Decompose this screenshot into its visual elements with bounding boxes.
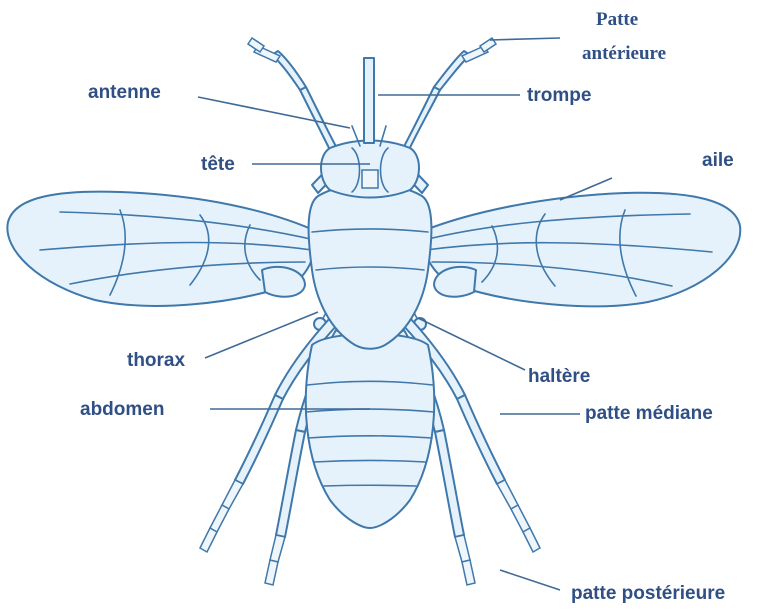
label-antenne: antenne (88, 82, 161, 103)
head-body (321, 58, 419, 198)
label-patte-anterieure-line1: Patte (596, 9, 638, 30)
abdomen-body (306, 334, 434, 528)
right-wing (420, 193, 740, 307)
label-aile: aile (702, 150, 734, 171)
label-haltere: haltère (528, 366, 590, 387)
label-abdomen: abdomen (80, 399, 164, 420)
label-patte-mediane: patte médiane (585, 403, 713, 424)
label-tete: tête (201, 154, 235, 175)
label-trompe: trompe (527, 85, 591, 106)
label-patte-posterieure: patte postérieure (571, 583, 725, 604)
label-thorax: thorax (127, 350, 186, 371)
left-wing (7, 192, 318, 306)
label-patte-anterieure-line2: antérieure (582, 43, 666, 64)
